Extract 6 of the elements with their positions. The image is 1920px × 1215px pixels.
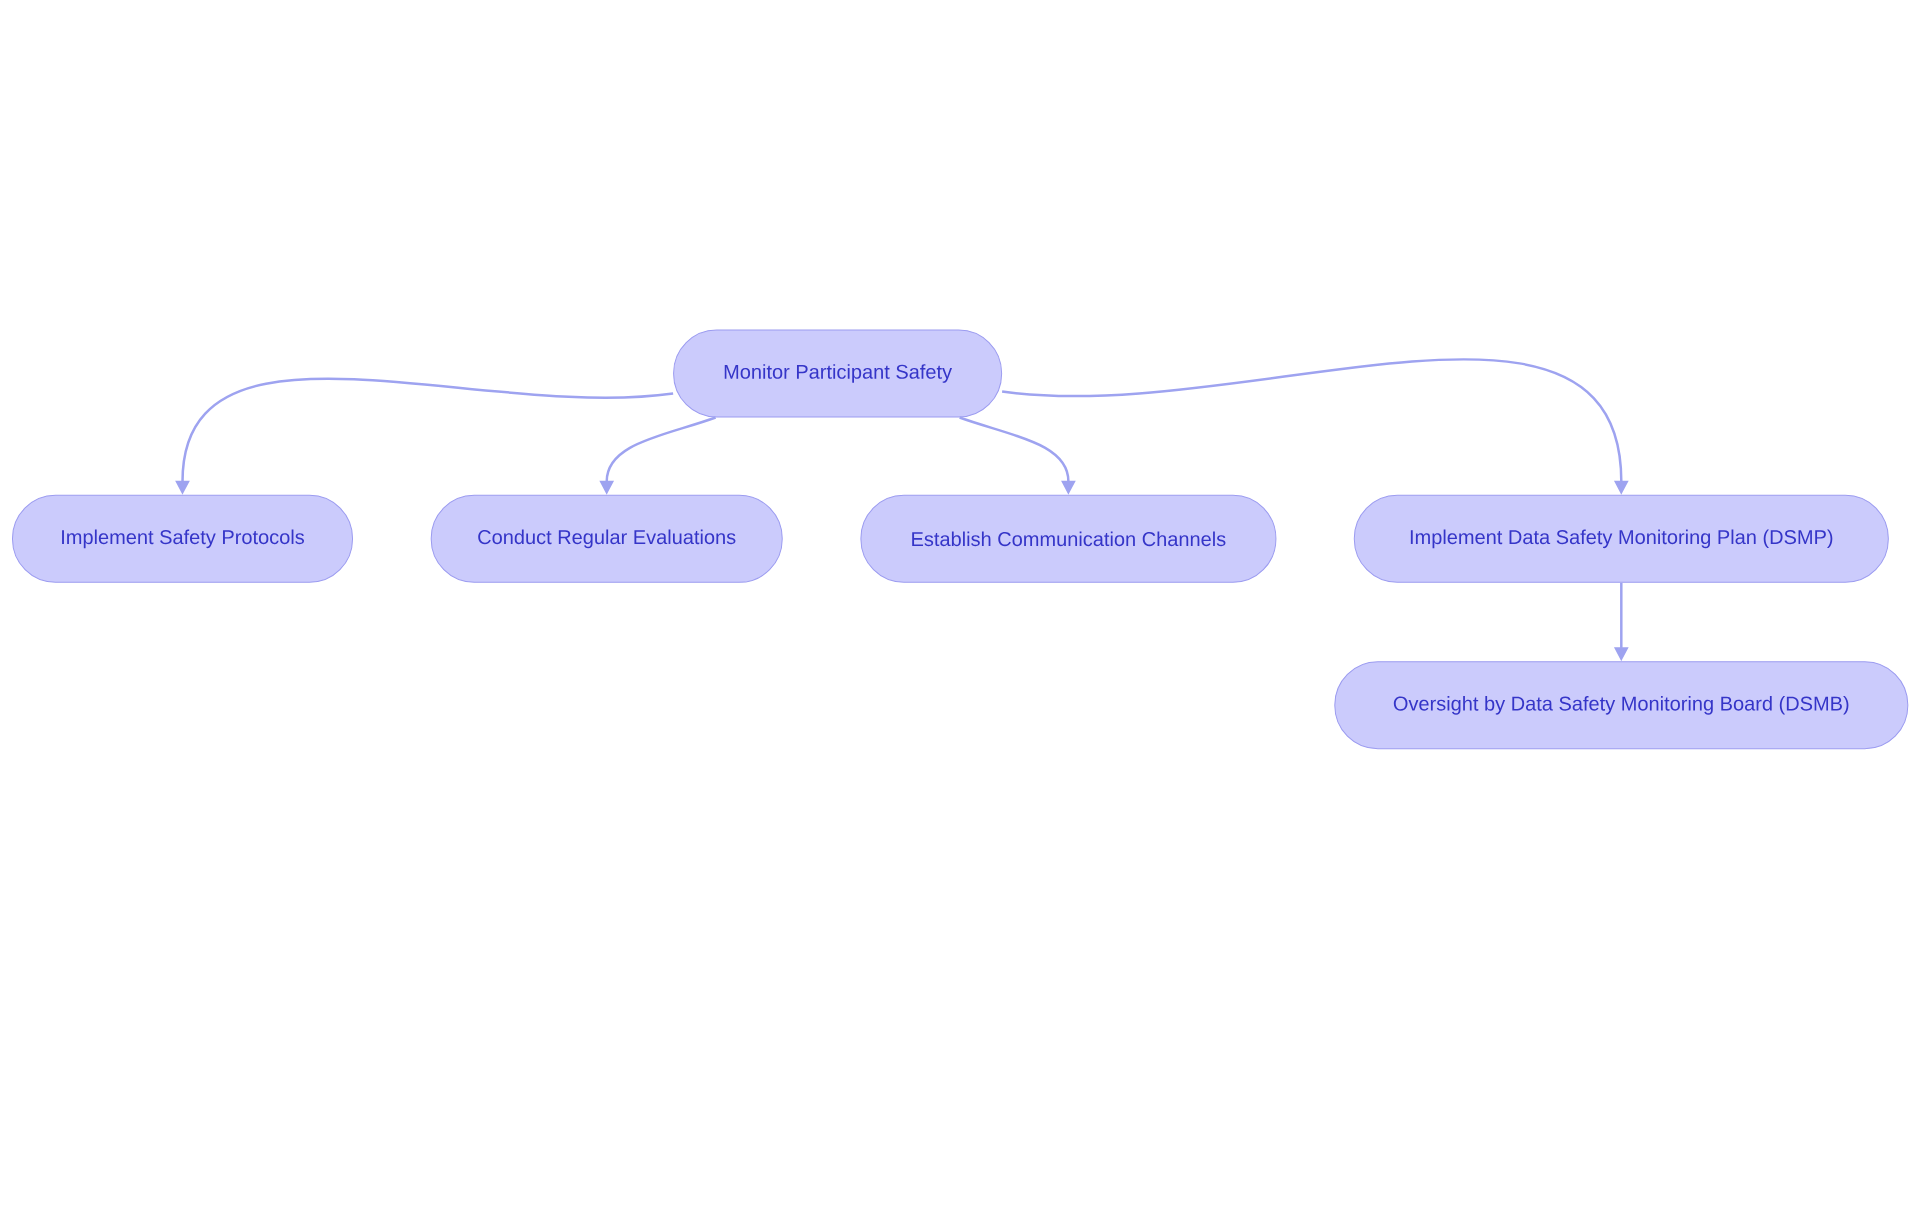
process-box: Oversight by Data Safety Monitoring Board (DSMB) — [1334, 661, 1909, 750]
process-box: Implement Data Safety Monitoring Plan (DSMP) — [1353, 494, 1889, 583]
process-box: Conduct Regular Evaluations — [430, 494, 783, 583]
process-box: Implement Safety Protocols — [12, 494, 353, 583]
process-box: Establish Communication Channels — [860, 494, 1277, 583]
process-box: Monitor Participant Safety — [673, 329, 1003, 418]
